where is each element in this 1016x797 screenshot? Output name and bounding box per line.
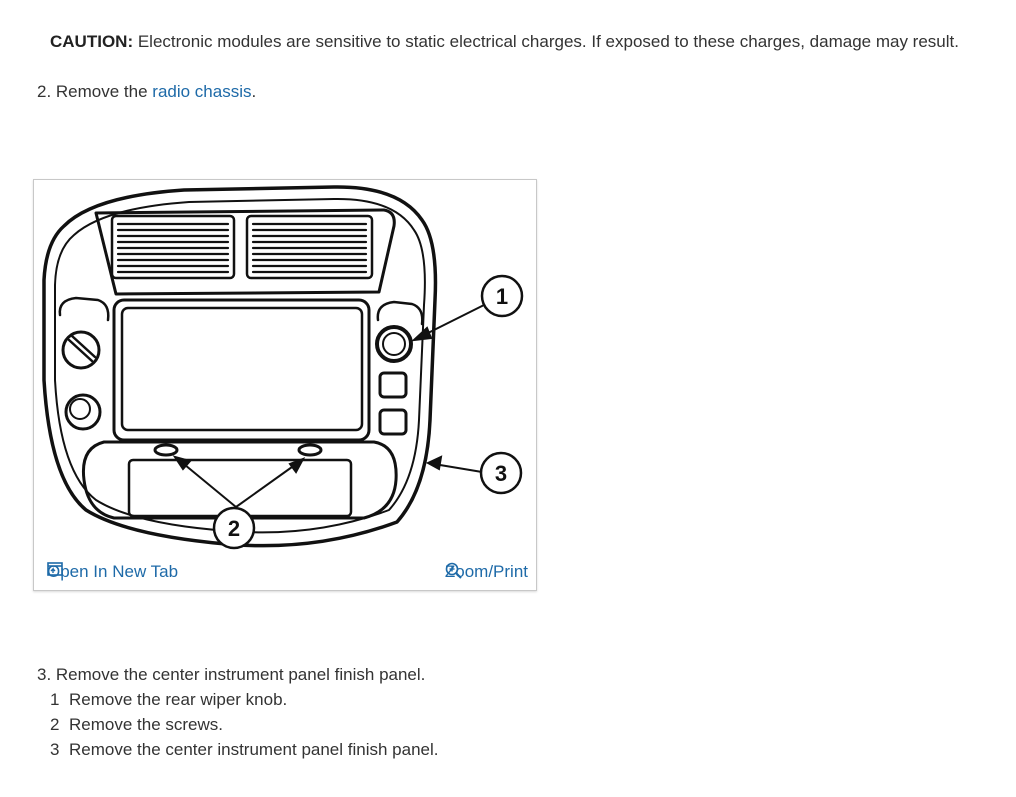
substep-number: 3: [50, 740, 60, 759]
panel-outer-outline: [42, 185, 438, 548]
step-2-prefix: 2. Remove the: [37, 82, 153, 101]
right-button-top: [378, 371, 408, 399]
left-bracket-top: [58, 296, 110, 322]
radio-opening-inner: [120, 306, 364, 432]
substep-text: Remove the center instrument panel finis…: [69, 740, 439, 759]
callout-3: 3: [479, 451, 523, 495]
callout-1-label: 1: [496, 284, 508, 309]
callout-3-label: 3: [495, 461, 507, 486]
screw-left: [153, 443, 179, 457]
zoom-in-icon: [445, 562, 462, 579]
left-knob-top: [61, 330, 101, 370]
caution-note: CAUTION: Electronic modules are sensitiv…: [50, 32, 959, 52]
substep-number: 1: [50, 690, 60, 709]
step-3-heading: 3. Remove the center instrument panel fi…: [37, 665, 426, 684]
lower-pocket-outline: [81, 440, 398, 520]
vent-left-louvers: [116, 222, 230, 274]
radio-chassis-link[interactable]: radio chassis: [152, 82, 252, 101]
substep-item: 3 Remove the center instrument panel fini…: [50, 740, 438, 765]
zoom-print-label: Zoom/Print: [444, 562, 528, 581]
caution-text: Electronic modules are sensitive to stat…: [133, 32, 959, 51]
right-bracket-top: [376, 300, 424, 326]
diagram-figure: 1 2 3 Open In New Tab Zoom/Print: [33, 179, 537, 591]
screw-right: [297, 443, 323, 457]
callout-1: 1: [480, 274, 524, 318]
caution-label: CAUTION:: [50, 32, 134, 51]
callout-2: 2: [212, 506, 256, 550]
callout-2-label: 2: [228, 516, 240, 541]
open-in-new-tab-link[interactable]: Open In New Tab: [47, 562, 178, 582]
step-2-suffix: .: [251, 82, 257, 101]
vent-housing: [94, 208, 396, 296]
panel-inner-outline: [54, 197, 426, 534]
radio-opening-outer: [112, 298, 371, 442]
instrument-panel-diagram[interactable]: 1 2 3: [34, 180, 536, 560]
substep-item: 1 Remove the rear wiper knob.: [50, 690, 438, 715]
rear-wiper-knob: [375, 325, 413, 363]
vent-right-louvers: [251, 222, 368, 274]
vent-right: [245, 214, 374, 280]
substep-text: Remove the screws.: [69, 715, 223, 734]
zoom-print-link[interactable]: Zoom/Print: [445, 562, 528, 582]
substep-item: 2 Remove the screws.: [50, 715, 438, 740]
step-2: 2. Remove the radio chassis.: [37, 82, 256, 102]
substep-number: 2: [50, 715, 60, 734]
right-button-bottom: [378, 408, 408, 436]
left-knob-bottom: [64, 393, 102, 431]
substep-text: Remove the rear wiper knob.: [69, 690, 288, 709]
open-new-tab-icon: [47, 562, 63, 576]
vent-left: [110, 214, 236, 280]
open-in-new-tab-label: Open In New Tab: [47, 562, 179, 581]
lower-pocket-inner: [127, 458, 353, 518]
